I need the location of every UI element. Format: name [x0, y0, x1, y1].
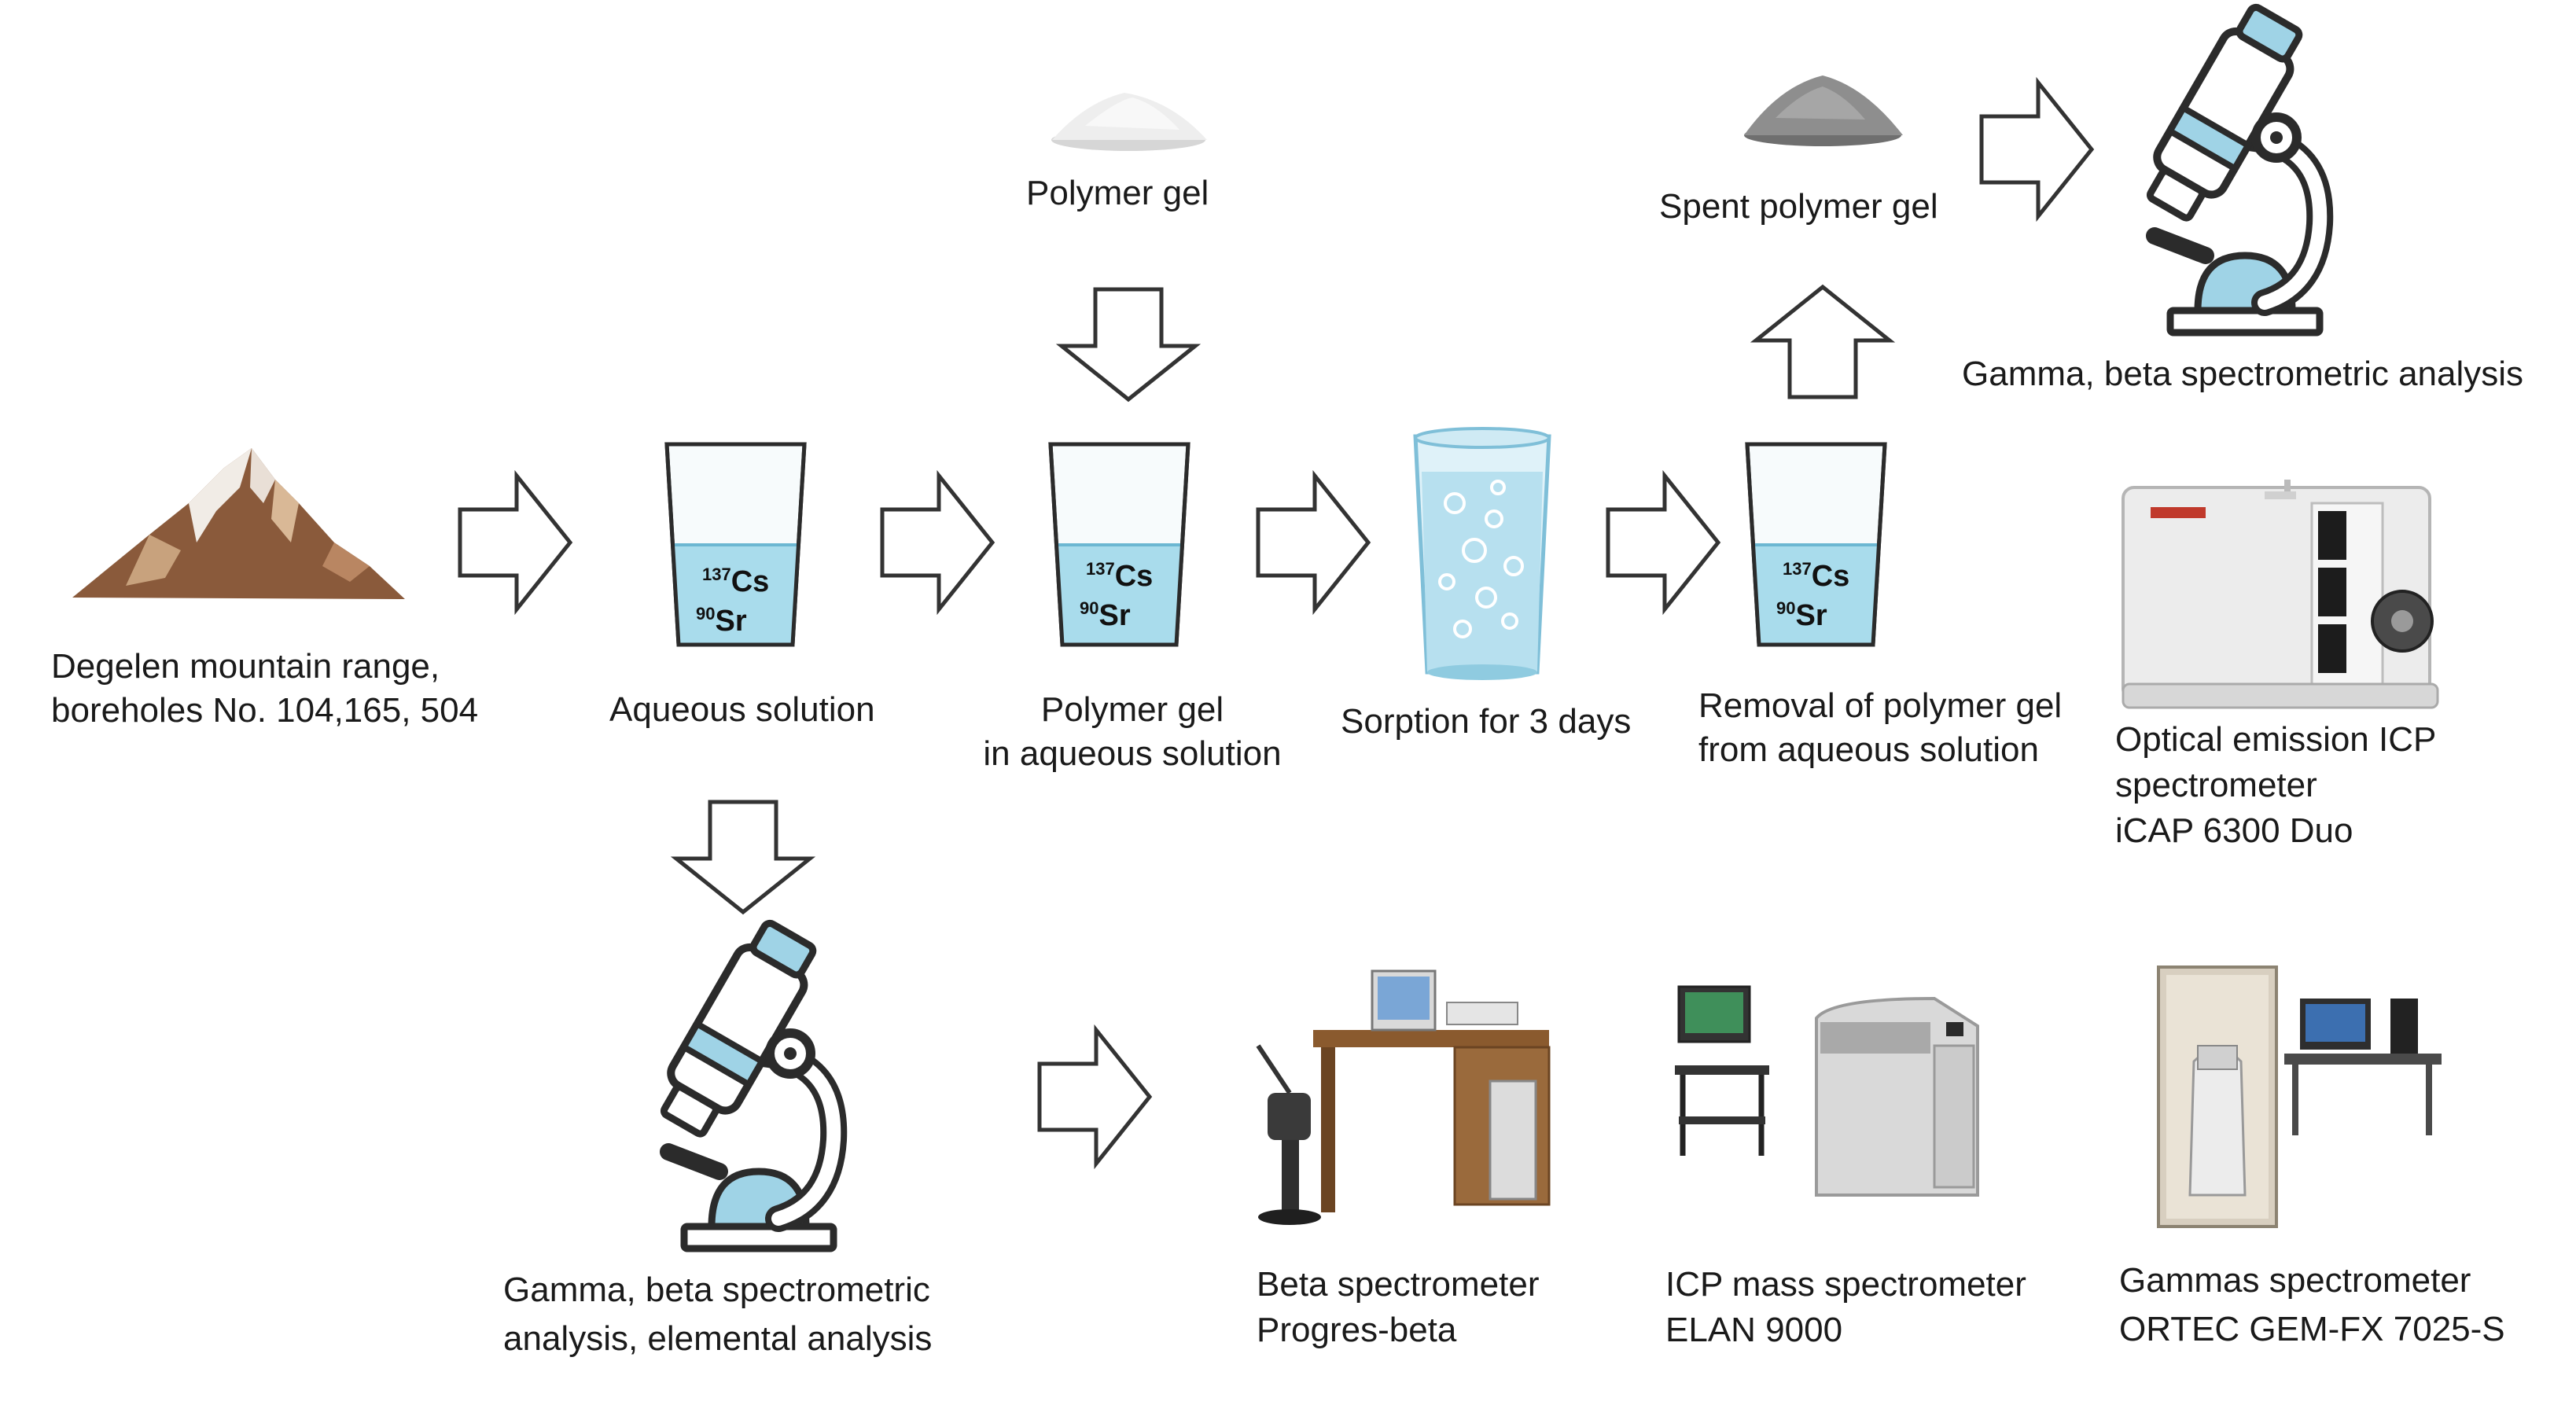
sr-mass: 90 [1080, 598, 1098, 618]
sr-symbol: Sr [1795, 599, 1827, 632]
icp-oes-line-1: Optical emission ICP [2115, 720, 2437, 759]
cs-mass: 137 [702, 565, 731, 584]
polymer-gel-powder-icon [1051, 93, 1207, 151]
polymer-gel-in-solution-line-1: Polymer gel [1040, 690, 1224, 729]
arrow-right-4 [1608, 476, 1718, 609]
aqueous-solution-label: Aqueous solution [609, 690, 875, 729]
spent-polymer-gel-icon [1744, 75, 1903, 146]
sr-mass: 90 [1776, 598, 1795, 618]
icp-oes-line-2: spectrometer [2115, 766, 2317, 804]
polymer-gel-label: Polymer gel [1026, 174, 1209, 212]
icp-ms-line-2: ELAN 9000 [1665, 1311, 1843, 1349]
icp-ms-instrument-icon [1675, 985, 1979, 1197]
beta-spectrometer-icon [1256, 969, 1551, 1225]
arrow-right-1 [460, 476, 570, 609]
beta-spectrometer-label: Beta spectrometer Progres-beta [1257, 1262, 1540, 1353]
arrow-right-5 [1982, 83, 2092, 216]
icp-oes-label: Optical emission ICP spectrometer iCAP 6… [2115, 717, 2436, 854]
svg-text:90Sr: 90Sr [1776, 598, 1827, 632]
polymer-gel-in-solution-label: Polymer gel in aqueous solution [971, 688, 1294, 776]
cs-symbol: Cs [1812, 560, 1850, 593]
svg-text:137Cs: 137Cs [702, 565, 769, 598]
removal-line-1: Removal of polymer gel [1698, 686, 2063, 725]
sorption-label: Sorption for 3 days [1341, 702, 1632, 741]
removal-line-2: from aqueous solution [1698, 730, 2039, 769]
sr-symbol: Sr [715, 605, 746, 638]
sr-symbol: Sr [1098, 599, 1130, 632]
icp-ms-label: ICP mass spectrometer ELAN 9000 [1665, 1262, 2026, 1353]
removal-label: Removal of polymer gel from aqueous solu… [1698, 684, 2062, 772]
arrow-right-3 [1258, 476, 1368, 609]
arrow-down-aqueous [676, 802, 810, 912]
degelen-label: Degelen mountain range, boreholes No. 10… [51, 645, 478, 733]
icp-ms-line-1: ICP mass spectrometer [1665, 1265, 2026, 1304]
cs-symbol: Cs [731, 565, 770, 598]
svg-text:137Cs: 137Cs [1086, 559, 1153, 593]
gamma-beta-bottom-label: Gamma, beta spectrometric analysis, elem… [503, 1266, 932, 1363]
isotope-labels-removal: 137Cs 90Sr [1776, 559, 1849, 632]
gamma-spectrometer-icon [2157, 965, 2442, 1228]
gamma-beta-top-label: Gamma, beta spectrometric analysis [1962, 355, 2524, 393]
sorption-glass-icon [1413, 427, 1551, 680]
beta-spec-line-2: Progres-beta [1257, 1311, 1457, 1349]
microscope-bottom-icon [650, 916, 834, 1249]
svg-text:90Sr: 90Sr [696, 604, 747, 638]
microscope-top-icon [2136, 0, 2320, 333]
isotope-labels-polymer: 137Cs 90Sr [1080, 559, 1153, 632]
beta-spec-line-1: Beta spectrometer [1257, 1265, 1540, 1304]
gamma-spec-line-1: Gammas spectrometer [2119, 1261, 2471, 1300]
arrow-right-2 [882, 476, 992, 609]
isotope-labels-aqueous: 137Cs 90Sr [696, 565, 769, 638]
svg-text:90Sr: 90Sr [1080, 598, 1131, 632]
icp-oes-instrument-icon [2122, 480, 2439, 709]
arrow-down-polymer [1062, 289, 1195, 399]
svg-text:137Cs: 137Cs [1783, 559, 1849, 593]
degelen-line-1: Degelen mountain range, [51, 647, 440, 686]
cs-mass: 137 [1086, 559, 1115, 579]
degelen-line-2: boreholes No. 104,165, 504 [51, 691, 479, 730]
sr-mass: 90 [696, 604, 715, 623]
gamma-spec-line-2: ORTEC GEM-FX 7025-S [2119, 1310, 2505, 1348]
gamma-beta-bottom-line-1: Gamma, beta spectrometric [503, 1271, 930, 1309]
gamma-spectrometer-label: Gammas spectrometer ORTEC GEM-FX 7025-S [2119, 1256, 2505, 1354]
arrow-up-spent [1756, 287, 1890, 397]
mountain-icon [72, 448, 405, 599]
polymer-gel-in-solution-line-2: in aqueous solution [983, 734, 1282, 773]
arrow-right-6 [1040, 1030, 1150, 1164]
cs-mass: 137 [1783, 559, 1812, 579]
gamma-beta-bottom-line-2: analysis, elemental analysis [503, 1319, 933, 1358]
cs-symbol: Cs [1115, 560, 1154, 593]
spent-gel-label: Spent polymer gel [1659, 187, 1938, 226]
icp-oes-line-3: iCAP 6300 Duo [2115, 811, 2353, 850]
